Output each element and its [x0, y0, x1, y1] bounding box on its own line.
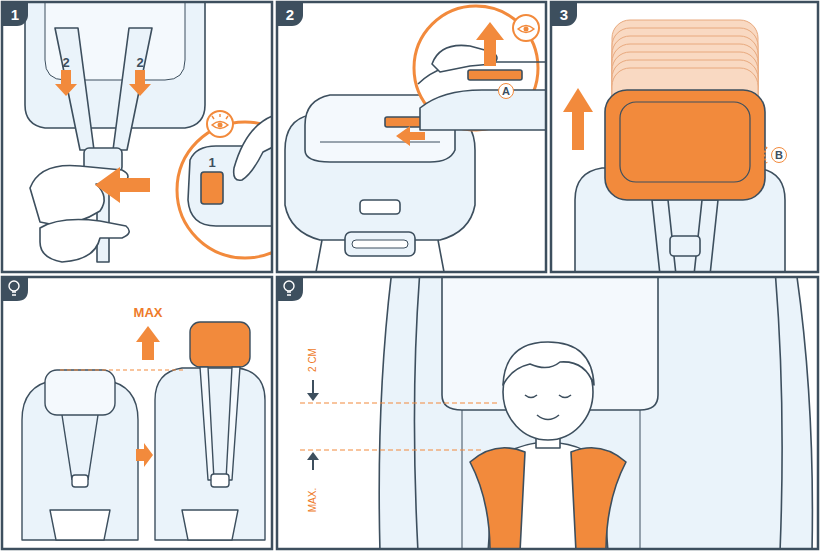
fit-check-scene — [414, 277, 782, 549]
tip-icon — [287, 292, 291, 295]
headrest-lever-scene — [476, 22, 504, 66]
headrest-raise-scene — [620, 102, 750, 182]
headrest-lever-scene — [285, 6, 546, 272]
fit-check-scene — [307, 393, 319, 401]
harness-release-scene — [55, 70, 77, 96]
headrest-raise-scene — [605, 90, 765, 200]
headrest-lever-scene — [518, 26, 534, 33]
fit-check-scene — [503, 342, 594, 385]
tip-icon — [277, 277, 303, 301]
harness-release-scene — [55, 28, 94, 150]
step-callout: 2 — [62, 56, 69, 69]
max-height-scene — [22, 322, 265, 540]
max-height-scene — [136, 326, 160, 360]
max-height-scene — [182, 510, 238, 540]
fit-check-scene — [470, 448, 525, 549]
node-text: 3 — [560, 7, 568, 22]
harness-release-scene — [95, 167, 150, 203]
node-text: 1 — [11, 7, 19, 22]
headrest-raise-scene — [765, 147, 768, 163]
tip-icon — [12, 292, 16, 295]
harness-release-scene — [218, 123, 223, 128]
headrest-raise-scene — [563, 88, 593, 150]
panel-frames — [277, 2, 546, 272]
headrest-lever-scene — [524, 27, 529, 32]
headrest-lever-scene — [420, 90, 546, 130]
max-height-scene — [190, 322, 250, 367]
headrest-lever-scene — [468, 70, 522, 80]
fit-check-scene — [312, 459, 314, 470]
part-letter: B — [771, 147, 787, 163]
max-height-scene — [62, 415, 98, 480]
headrest-lever-scene — [360, 200, 400, 214]
tip-icon — [2, 277, 28, 301]
harness-release-scene — [207, 111, 233, 137]
panel-frames — [551, 2, 818, 272]
step-number: 1 — [2, 2, 28, 26]
max-height-scene — [60, 369, 186, 370]
max-height-scene — [45, 370, 115, 415]
headrest-lever-scene — [320, 142, 440, 143]
harness-release-scene — [40, 220, 129, 262]
max-height-scene — [136, 443, 153, 467]
headrest-lever-scene — [345, 232, 415, 256]
tip-icon — [2, 277, 303, 301]
max-height-scene — [211, 474, 229, 487]
step-number: 3 — [551, 2, 577, 26]
max-height-scene — [50, 510, 110, 540]
part-letter: A — [498, 83, 514, 99]
tip-icon — [9, 281, 19, 291]
fit-check-scene — [300, 277, 812, 549]
fit-check-scene — [525, 395, 571, 398]
fit-check-scene — [307, 452, 319, 460]
harness-release-scene — [129, 70, 151, 96]
dimension-label: MAX. — [308, 488, 318, 512]
step-callout: 2 — [136, 56, 143, 69]
dimension-label: 2 CM — [308, 348, 318, 372]
panel-frames — [2, 277, 272, 549]
max-height-scene — [155, 368, 265, 540]
max-height-scene — [72, 475, 88, 487]
tip-icon — [284, 281, 294, 291]
harness-release-scene — [234, 115, 272, 180]
fit-check-scene — [379, 277, 812, 549]
node-text: A — [502, 86, 510, 97]
harness-release-scene — [212, 114, 228, 119]
fit-check-scene — [300, 403, 498, 450]
harness-release-scene — [212, 122, 228, 129]
fit-check-scene — [537, 415, 559, 420]
fit-check-scene — [312, 380, 314, 394]
headrest-raise-scene — [670, 236, 700, 256]
headrest-lever-scene — [513, 15, 539, 41]
node-text: B — [775, 150, 783, 161]
harness-release-scene — [201, 172, 223, 204]
max-height-scene — [200, 367, 240, 480]
panel-frames — [277, 277, 818, 549]
max-label: MAX — [134, 306, 163, 319]
node-text: 2 — [286, 7, 294, 22]
step-number: 2 — [277, 2, 303, 26]
headrest-raise-scene — [563, 20, 785, 272]
step-callout: 1 — [208, 156, 215, 169]
fit-check-scene — [571, 448, 626, 549]
harness-release-scene — [113, 28, 152, 150]
harness-release-scene — [25, 2, 272, 262]
panel-frames — [2, 2, 272, 272]
headrest-lever-scene — [352, 240, 408, 248]
harness-release-scene — [25, 2, 205, 128]
